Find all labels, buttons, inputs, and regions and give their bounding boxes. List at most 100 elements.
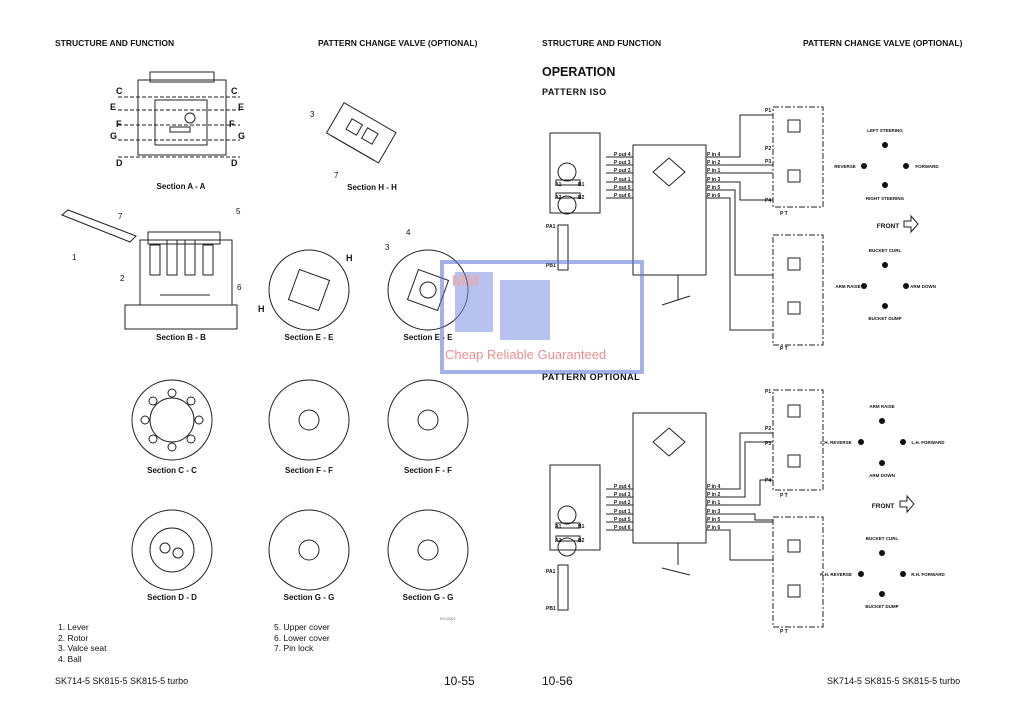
diagram-label: P out 5 — [614, 185, 631, 191]
diagram-label: A2 — [555, 538, 562, 544]
diagram-label: P in 1 — [707, 500, 720, 506]
diagram-label: P in 4 — [707, 484, 720, 490]
diagram-label: PA1 — [546, 569, 556, 575]
callout-numbers: 1 2 3 3 4 5 6 7 7 — [72, 110, 411, 292]
diagram-label: P out 2 — [614, 500, 631, 506]
iso-arm-joystick: BUCKET CURL BUCKET DUMP ARM RAISE ARM DO… — [835, 248, 936, 321]
diagram-label: LEFT STEERING — [867, 128, 903, 133]
cut-mark-c: C — [231, 86, 238, 96]
cut-mark-g: G — [110, 131, 117, 141]
diagram-label: P in 5 — [707, 185, 720, 191]
parts-legend-col1: 1. Lever 2. Rotor 3. Valce seat 4. Ball — [58, 622, 107, 664]
diagram-label: P in 1 — [707, 168, 720, 174]
diagram-label: P out 2 — [614, 168, 631, 174]
diagram-label: P out 4 — [614, 484, 631, 490]
diagram-label: 5 — [236, 207, 241, 216]
diagram-label: ARM RAISE — [835, 284, 860, 289]
diagram-label: B1 — [578, 182, 585, 188]
legend-item: 7. Pin lock — [274, 643, 314, 653]
cut-mark-e: E — [110, 102, 116, 112]
diagram-label: BUCKET CURL — [866, 536, 899, 541]
section-caption: Section A - A — [156, 182, 206, 191]
watermark-logo-text: MM — [452, 273, 479, 290]
opt-arm-joystick: BUCKET CURL BUCKET DUMP R.H. REVERSE R.H… — [820, 536, 945, 609]
cut-mark-f: F — [116, 119, 122, 129]
diagram-label: P out 1 — [614, 509, 631, 515]
section-caption: Section E - E — [403, 333, 453, 342]
joystick-diagrams: LEFT STEERING RIGHT STEERING REVERSE FOR… — [820, 128, 945, 609]
left-page-number: 10-55 — [444, 674, 475, 688]
diagram-label: P in 3 — [707, 177, 720, 183]
front-arrow-icon — [899, 214, 919, 514]
diagram-label: P in 6 — [707, 525, 720, 531]
diagram-label: P out 1 — [614, 177, 631, 183]
iso-steer-joystick: LEFT STEERING RIGHT STEERING REVERSE FOR… — [834, 128, 939, 201]
section-a-a-drawing — [118, 71, 240, 158]
diagram-label: 1 — [72, 253, 77, 262]
diagram-label: A1 — [555, 524, 562, 530]
pattern-iso-heading: PATTERN ISO — [542, 87, 607, 97]
diagram-label: P out 5 — [614, 517, 631, 523]
section-b-b-drawing — [61, 209, 238, 330]
diagram-label: B1 — [578, 524, 585, 530]
watermark-text: Cheap Reliable Guaranteed — [445, 347, 607, 362]
cut-mark-d: D — [231, 158, 238, 168]
diagram-label: R.H. REVERSE — [820, 572, 852, 577]
section-h-h-drawing — [325, 101, 397, 164]
cut-mark-c: C — [116, 86, 123, 96]
figure-code: IRC0061 — [440, 616, 456, 621]
legend-item: 1. Lever — [58, 622, 89, 632]
diagram-label: 2 — [120, 274, 125, 283]
diagram-label: A2 — [555, 195, 562, 201]
diagram-label: P2 — [765, 146, 771, 152]
operation-title: OPERATION — [542, 65, 616, 79]
legend-item: 6. Lower cover — [274, 632, 330, 643]
right-footer-models: SK714-5 SK815-5 SK815-5 turbo — [827, 676, 961, 686]
cut-mark-h: H — [258, 304, 265, 314]
diagram-label: RIGHT STEERING — [866, 196, 905, 201]
diagram-label: FORWARD — [915, 164, 939, 169]
legend-item: 4. Ball — [58, 653, 82, 664]
section-caption: Section D - D — [147, 593, 197, 602]
pattern-iso-schematic — [549, 106, 824, 346]
parts-legend-col2: 5. Upper cover 6. Lower cover 7. Pin loc… — [274, 622, 330, 654]
left-header-title: PATTERN CHANGE VALVE (OPTIONAL) — [318, 38, 478, 48]
section-caption: Section G - G — [283, 593, 335, 602]
diagram-label: P out 3 — [614, 160, 631, 166]
diagram-label: 3 — [310, 110, 315, 119]
left-footer-models: SK714-5 SK815-5 SK815-5 turbo — [55, 676, 189, 686]
diagram-label: 7 — [334, 171, 339, 180]
diagram-label: PB1 — [546, 263, 556, 269]
section-caption: Section H - H — [347, 183, 397, 192]
section-caption: Section F - F — [285, 466, 333, 475]
opt-steer-joystick: ARM RAISE ARM DOWN L.H. REVERSE L.H. FOR… — [820, 404, 945, 478]
diagram-label: BUCKET DUMP — [865, 604, 898, 609]
diagram-label: 6 — [237, 283, 242, 292]
diagram-label: ARM RAISE — [869, 404, 894, 409]
diagram-label: P in 3 — [707, 509, 720, 515]
right-header-section: STRUCTURE AND FUNCTION — [542, 38, 662, 48]
diagram-label: BUCKET CURL — [869, 248, 902, 253]
diagram-label: P4 — [765, 478, 771, 484]
diagram-label: P T — [780, 211, 788, 217]
diagram-label: P in 6 — [707, 193, 720, 199]
cut-mark-f: F — [229, 119, 235, 129]
diagram-label: P out 4 — [614, 152, 631, 158]
diagram-label: P out 6 — [614, 525, 631, 531]
diagram-label: P out 6 — [614, 193, 631, 199]
optional-port-labels: P out 4P out 3 P out 2P out 1 P out 5P o… — [546, 389, 788, 635]
diagram-label: L.H. FORWARD — [912, 440, 946, 445]
diagram-label: P in 2 — [707, 160, 720, 166]
round-sections — [131, 249, 469, 591]
diagram-label: BUCKET DUMP — [868, 316, 901, 321]
pattern-optional-heading: PATTERN OPTIONAL — [542, 372, 641, 382]
diagram-label: B2 — [578, 195, 585, 201]
diagram-label: P T — [780, 629, 788, 635]
section-caption: Section B - B — [156, 333, 206, 342]
diagram-label: 4 — [406, 228, 411, 237]
diagram-label: L.H. REVERSE — [820, 440, 851, 445]
left-header-section: STRUCTURE AND FUNCTION — [55, 38, 175, 48]
diagram-label: ARM DOWN — [869, 473, 895, 478]
diagram-label: P in 5 — [707, 517, 720, 523]
